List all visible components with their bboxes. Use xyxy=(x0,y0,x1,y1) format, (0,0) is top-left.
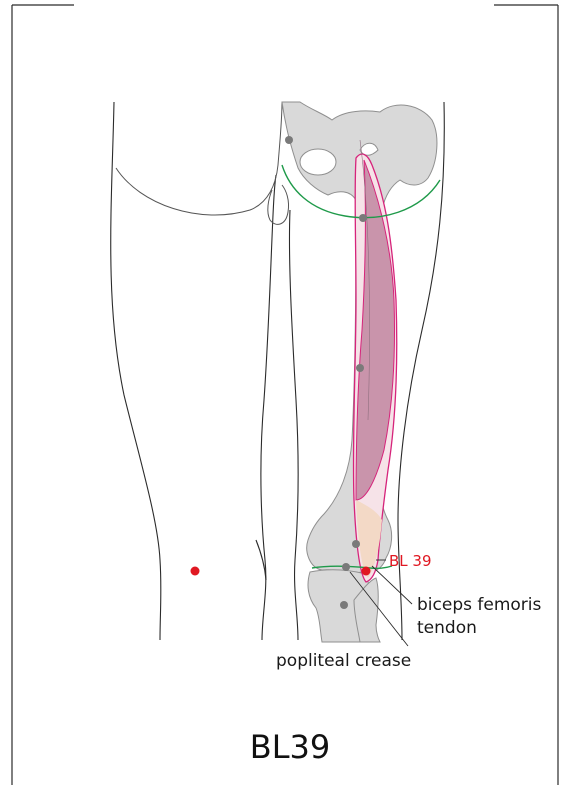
landmark-dot xyxy=(285,136,293,144)
left-leg-outline xyxy=(111,102,276,640)
landmark-dot xyxy=(359,214,367,222)
figure-title: BL39 xyxy=(250,728,331,766)
landmark-dot xyxy=(356,364,364,372)
bl39-point-label: BL 39 xyxy=(389,552,432,570)
acupoint-bl39-right xyxy=(362,567,371,576)
gluteal-outline xyxy=(116,102,289,224)
biceps-femoris-label: biceps femoris xyxy=(417,595,541,615)
acupoint-bl39-left xyxy=(191,567,200,576)
tendon-label: tendon xyxy=(417,618,477,638)
biceps-femoris-muscle xyxy=(353,140,396,582)
landmark-dot xyxy=(340,601,348,609)
landmark-dot xyxy=(342,563,350,571)
landmark-dot xyxy=(352,540,360,548)
popliteal-crease-label: popliteal crease xyxy=(276,651,411,671)
